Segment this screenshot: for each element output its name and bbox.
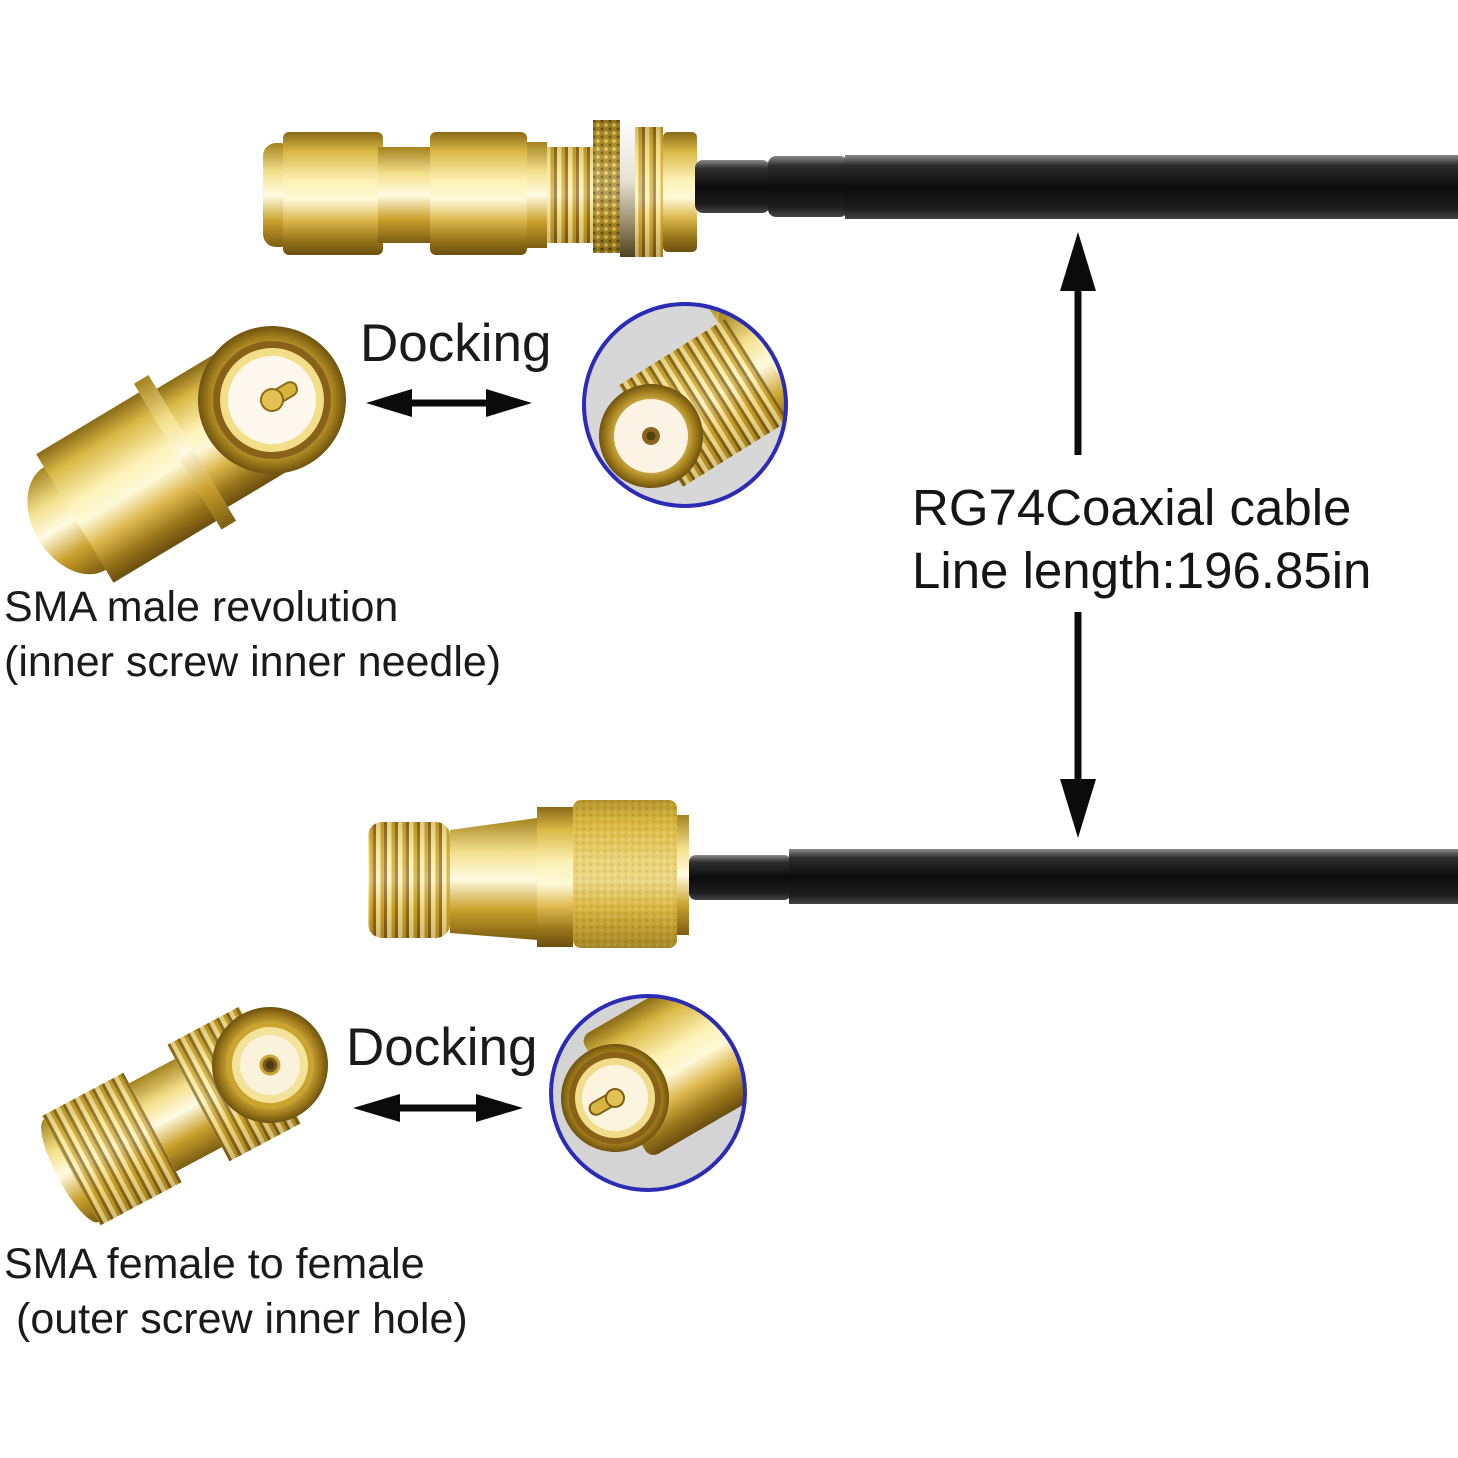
sma-male-connector-photo [27, 326, 346, 583]
coax-cable-bottom [689, 849, 1458, 904]
top-caption-line2: (inner screw inner needle) [4, 638, 502, 686]
bottom-connector-caption: SMA female to female (outer screw inner … [4, 1237, 468, 1347]
cable-annotation-line2: Line length:196.85in [912, 542, 1372, 599]
bottom-caption-line2: (outer screw inner hole) [16, 1295, 468, 1343]
top-caption-line1: SMA male revolution [4, 583, 399, 631]
sma-female-female-body [41, 1006, 328, 1226]
sma-male-male-adapter [263, 117, 697, 257]
sma-female-male-adapter-with-cable-photo [368, 800, 1458, 948]
docking-label-top: Docking [360, 314, 552, 373]
top-connector-caption: SMA male revolution (inner screw inner n… [4, 580, 501, 690]
docking-arrow-bottom-icon [353, 1094, 523, 1122]
docking-label-bottom: Docking [346, 1018, 538, 1077]
sma-male-face-inset-photo [549, 994, 747, 1192]
cable-length-arrow-icon [1060, 232, 1096, 838]
docking-arrow-top-icon [366, 389, 532, 417]
sma-male-male-adapter-with-cable-photo [263, 117, 1458, 257]
cable-annotation-line1: RG74Coaxial cable [912, 479, 1352, 536]
cable-annotation: RG74Coaxial cable Line length:196.85in [912, 476, 1371, 602]
sma-female-female-adapter-photo [41, 1006, 328, 1226]
sma-female-male-adapter [368, 800, 689, 948]
bottom-caption-line1: SMA female to female [4, 1240, 425, 1288]
sma-male-connector-body [27, 326, 346, 583]
coax-cable-top [695, 155, 1458, 219]
sma-female-face-inset-photo [582, 302, 788, 508]
